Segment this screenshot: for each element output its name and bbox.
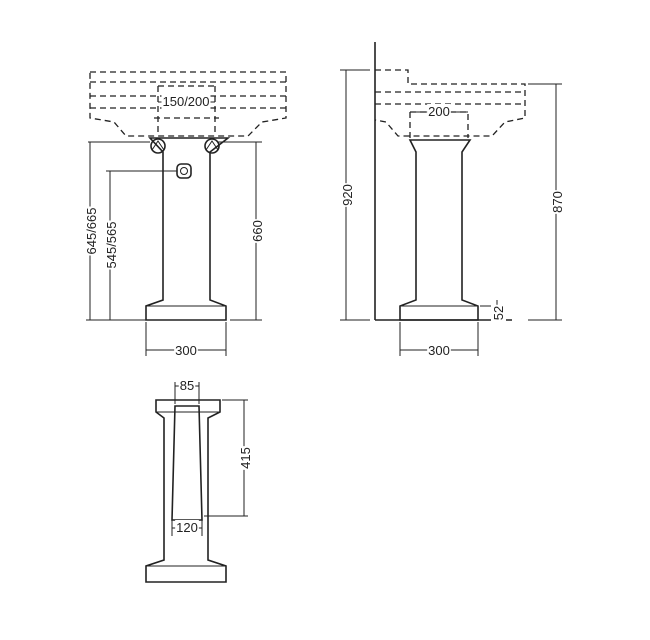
- back-view: 85 415 120: [145, 378, 253, 583]
- front-base-width-label: 300: [175, 343, 197, 358]
- back-opening-height-label: 415: [238, 447, 253, 469]
- back-top-width-label: 85: [180, 378, 194, 393]
- side-base-thickness-label: 52: [491, 306, 506, 320]
- front-basin-outline: [89, 71, 287, 137]
- front-pedestal-height-label: 660: [250, 220, 265, 242]
- front-pedestal-outline: [145, 137, 231, 321]
- side-base-width-label: 300: [428, 343, 450, 358]
- front-tap-zone: [157, 85, 216, 136]
- front-left-tap-icon: [150, 138, 166, 154]
- side-view: 920 200 870 52 300: [340, 42, 565, 358]
- front-view: 150/200 645/665 545/565 660 300: [84, 71, 287, 358]
- front-basin-width-label: 150/200: [163, 94, 210, 109]
- back-inner-opening: [171, 405, 203, 521]
- back-pedestal-outline: [145, 399, 227, 583]
- side-tap-zone: [409, 111, 469, 138]
- back-bottom-width-label: 120: [176, 520, 198, 535]
- front-right-tap-icon: [204, 138, 220, 154]
- front-waste-height-label: 545/565: [104, 222, 119, 269]
- front-waste-center: [180, 167, 188, 175]
- front-right-tap-mark: [205, 140, 219, 151]
- side-rim-height-label: 870: [550, 191, 565, 213]
- side-pedestal-outline: [399, 139, 479, 321]
- front-overall-height-label: 645/665: [84, 208, 99, 255]
- front-left-tap-mark: [151, 140, 165, 151]
- front-waste-icon: [176, 163, 192, 179]
- side-basin-outline: [374, 69, 526, 137]
- side-overall-height-label: 920: [340, 184, 355, 206]
- side-top-width-label: 200: [428, 104, 450, 119]
